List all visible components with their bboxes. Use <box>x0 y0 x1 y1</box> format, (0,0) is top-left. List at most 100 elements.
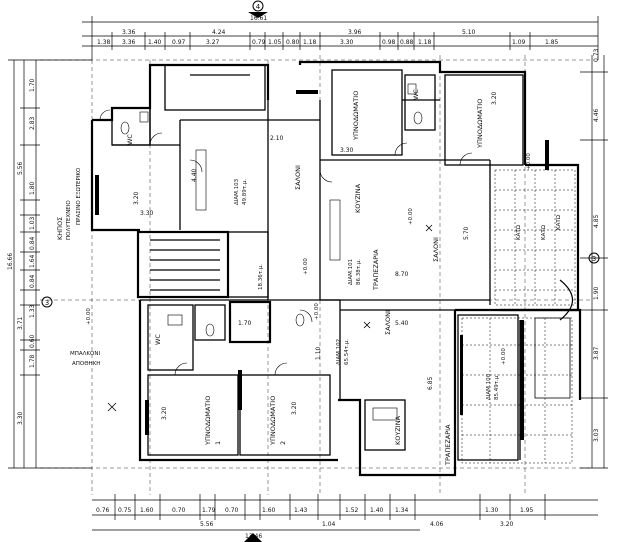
dim-left: 1.80 <box>29 181 36 195</box>
dim-inner: 3.20 <box>491 91 498 105</box>
dim-bottom: 0.75 <box>118 507 132 514</box>
section-marker-left: 3 <box>41 296 53 308</box>
dim-bottom: 0.76 <box>96 507 110 514</box>
axis-lines <box>40 55 590 495</box>
dim-top: 1.38 <box>97 39 111 46</box>
dim-top: 4.24 <box>212 29 226 36</box>
room-label-balcony: ΜΠΑΛΚΟΝΙ <box>70 351 100 357</box>
dim-bottom: 1.60 <box>140 507 154 514</box>
room-label-kitchen: ΚΟΥΖΙΝΑ <box>354 183 362 213</box>
area-label: ΔΙΑΜ.102 <box>336 339 342 365</box>
level-mark: +0.00 <box>501 348 507 365</box>
dim-top: 0.98 <box>382 39 396 46</box>
level-mark: +0.00 <box>86 308 92 325</box>
room-label-garden: ΚΗΠΟΣ <box>56 217 64 240</box>
bottom-dimension-lines <box>92 494 598 531</box>
marker-label-right: 3 <box>592 255 596 263</box>
dim-bottom: 1.04 <box>322 521 336 528</box>
terrace-grid <box>461 169 576 464</box>
room-label-green: ΠΡΑΣΙΝΟ ΕΞΩΤΕΡΙΚΟ <box>76 167 82 225</box>
dim-top: 3.27 <box>206 39 220 46</box>
room-label-bedroom-num: 1 <box>214 441 222 445</box>
dim-inner: 6.85 <box>427 376 434 390</box>
room-label-salon: ΣΑΛΟΝΙ <box>432 237 440 262</box>
dim-right: 4.46 <box>593 108 600 122</box>
dim-top: 3.36 <box>122 39 136 46</box>
dim-top: 1.18 <box>418 39 432 46</box>
dim-top: 3.36 <box>122 29 136 36</box>
marker-label-top: 4 <box>256 3 261 11</box>
area-label: ΔΙΑΜ.101 <box>348 259 354 285</box>
dim-left: 1.03 <box>29 216 36 230</box>
dim-left: 1.64 <box>29 254 36 268</box>
room-label-bedroom: ΥΠΝΟΔΩΜΑΤΙΟ <box>476 99 484 149</box>
wall-openings <box>95 90 549 440</box>
top-dimension-lines <box>82 16 599 60</box>
dim-bottom: 1.34 <box>395 507 409 514</box>
area-value: 85.49τ.μ. <box>494 374 500 400</box>
area-label: ΔΙΑΜ.103 <box>234 178 240 205</box>
dim-top-total: 16.61 <box>250 15 267 22</box>
area-value: 49.89τ.μ. <box>242 179 248 205</box>
area-label: ΔΙΑΜ.100 <box>486 373 492 400</box>
room-label-wc: WC <box>154 334 162 345</box>
dim-top: 5.10 <box>462 29 476 36</box>
dim-bottom: 1.43 <box>294 507 308 514</box>
misc-label: ΚΑΤΩ <box>516 225 522 240</box>
level-mark: +0.00 <box>408 208 414 225</box>
dim-inner: 4.40 <box>191 168 198 182</box>
dim-top: 0.79 <box>252 39 266 46</box>
dim-left: 0.84 <box>29 274 36 288</box>
dim-left: 1.70 <box>29 78 36 92</box>
pipe-markers <box>107 224 433 412</box>
dim-inner: 3.30 <box>340 147 354 154</box>
dim-right: 4.85 <box>593 214 600 228</box>
dim-left: 0.60 <box>29 334 36 348</box>
right-dimension-lines <box>580 55 608 469</box>
dim-top: 3.96 <box>348 29 362 36</box>
dim-top: 0.88 <box>400 39 414 46</box>
area-value: 18.36τ.μ. <box>258 264 264 290</box>
doors <box>99 109 473 376</box>
room-label-bedroom: ΥΠΝΟΔΩΜΑΤΙΟ <box>269 396 277 446</box>
marker-label-left: 3 <box>45 299 49 307</box>
dim-bottom: 1.79 <box>202 507 216 514</box>
dim-inner: 2.10 <box>270 135 284 142</box>
dim-inner: 3.20 <box>133 191 140 205</box>
level-mark: +0.00 <box>526 153 532 170</box>
left-dimension-lines <box>8 59 92 469</box>
dim-top: 1.18 <box>303 39 317 46</box>
level-mark: +0.00 <box>314 303 320 320</box>
dim-top: 0.80 <box>286 39 300 46</box>
dim-inner: 3.20 <box>161 406 168 420</box>
room-label-wc: WC <box>126 134 134 145</box>
pool <box>534 317 571 399</box>
dim-top: 1.05 <box>268 39 282 46</box>
dim-left: 3.30 <box>17 411 24 425</box>
dim-bottom: 3.20 <box>500 521 514 528</box>
dim-bottom: 5.56 <box>200 521 214 528</box>
room-label-dining: ΤΡΑΠΕΖΑΡΙΑ <box>444 424 452 466</box>
dim-left: 5.56 <box>17 161 24 175</box>
dim-top: 1.09 <box>512 39 526 46</box>
room-label-salon: ΣΑΛΟΝΙ <box>294 165 302 190</box>
room-label-dining: ΤΡΑΠΕΖΑΡΙΑ <box>372 249 380 291</box>
dim-left: 2.83 <box>29 116 36 130</box>
dim-left: 0.84 <box>29 236 36 250</box>
area-value: 65.54τ.μ. <box>344 339 350 365</box>
dim-inner: 5.40 <box>395 320 409 327</box>
dim-left: 1.78 <box>29 354 36 368</box>
dim-inner: 1.70 <box>238 320 252 327</box>
dim-inner: 3.20 <box>291 401 298 415</box>
dim-right: 3.87 <box>593 346 600 360</box>
dim-bottom: 1.40 <box>370 507 384 514</box>
section-marker-bottom <box>244 533 262 542</box>
dim-left: 1.33 <box>29 304 36 318</box>
dim-right: 3.03 <box>593 428 600 442</box>
room-label-kitchen: ΚΟΥΖΙΝΑ <box>394 415 402 445</box>
dim-bottom: 1.52 <box>345 507 359 514</box>
dim-left: 3.71 <box>17 316 24 330</box>
dim-inner: 5.70 <box>463 226 470 240</box>
dim-right: 1.90 <box>593 286 600 300</box>
